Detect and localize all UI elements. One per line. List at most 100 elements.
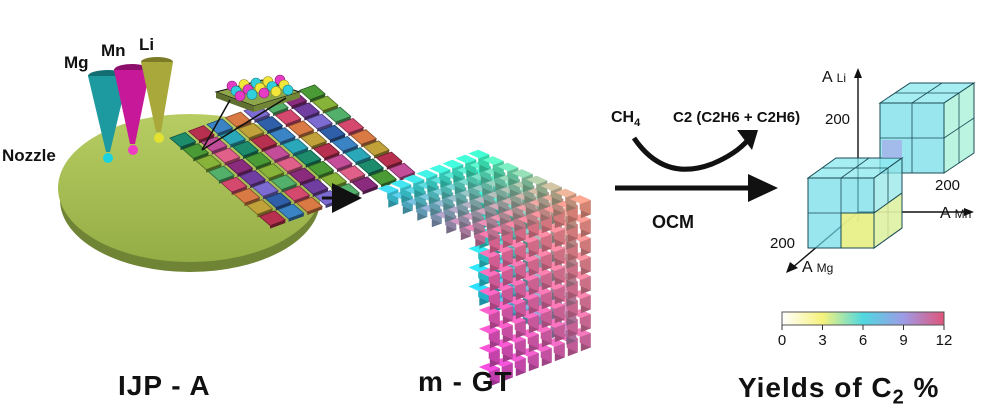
- droplet: [246, 89, 258, 100]
- printed-cell-edge: [206, 164, 222, 173]
- voxel-top: [526, 175, 548, 185]
- printed-cell-edge: [244, 197, 260, 207]
- printed-cell-edge: [318, 170, 334, 179]
- printed-cell-edge: [257, 208, 273, 218]
- printed-cell-edge: [235, 121, 252, 130]
- printed-cell-edge: [311, 141, 327, 150]
- printed-cell-edge: [324, 152, 340, 161]
- colorbar-tick-label: 3: [818, 332, 826, 349]
- printed-cell-edge: [281, 184, 297, 193]
- printed-cell-edge: [362, 186, 378, 195]
- reaction-group: CH4 C2 (C2H6 + C2H6) OCM: [611, 109, 800, 232]
- nozzle-label-li: Li: [139, 35, 154, 54]
- voxel-top: [416, 169, 438, 179]
- printed-cell-edge: [287, 166, 303, 175]
- colorbar-tick-label: 12: [936, 332, 953, 349]
- droplet: [234, 90, 246, 102]
- printed-cell-edge: [294, 195, 310, 204]
- voxel-top: [478, 306, 500, 315]
- printed-cell-edge: [336, 163, 353, 173]
- printed-cell-edge: [262, 190, 279, 200]
- voxel-top: [511, 169, 533, 178]
- nozzle-mn: [114, 64, 150, 155]
- nozzle-label-mn: Mn: [101, 41, 126, 60]
- yield-cube-plot: [786, 68, 976, 273]
- printed-cell-edge: [322, 105, 338, 114]
- ocm-arrowhead: [748, 174, 778, 202]
- voxel-top: [478, 344, 500, 353]
- printed-cell-edge: [224, 157, 240, 166]
- printed-cell-edge: [299, 177, 316, 186]
- voxel-top: [377, 184, 399, 194]
- printing-plate-group: Mg Mn Li Nozzle: [2, 35, 416, 272]
- printed-cell-edge: [231, 186, 247, 195]
- printed-cell-edge: [368, 168, 384, 177]
- voxel-top: [478, 325, 500, 334]
- colorbar-tick-label: 0: [778, 332, 786, 349]
- printed-cell-edge: [386, 161, 402, 170]
- printed-cell-edge: [280, 136, 296, 146]
- droplet: [258, 87, 270, 99]
- printed-cell-edge: [285, 118, 301, 128]
- printed-cell-edge: [267, 125, 283, 135]
- printed-cell-edge: [355, 156, 371, 166]
- caption-yield: Yields of C2 %: [738, 372, 940, 409]
- printed-cell-edge: [329, 134, 346, 143]
- printed-cell-edge: [349, 174, 365, 184]
- printed-cell-edge: [373, 150, 390, 159]
- printed-cell-edge: [193, 152, 209, 162]
- voxel-top: [442, 159, 464, 169]
- voxel-top: [478, 268, 500, 277]
- printed-cell-edge: [250, 179, 266, 189]
- printed-cell-edge: [399, 172, 415, 181]
- voxel-top: [540, 182, 562, 191]
- gradient-cube: [377, 149, 591, 387]
- printed-cell-edge: [298, 130, 314, 139]
- droplet: [270, 86, 282, 97]
- tick-li: 200: [825, 111, 850, 128]
- nozzle-caption: Nozzle: [2, 146, 56, 165]
- printed-cell-edge: [292, 148, 309, 157]
- printed-grid: [169, 84, 416, 229]
- printed-cell-edge: [217, 128, 233, 137]
- printed-cell-edge: [237, 168, 253, 177]
- printed-cell-edge: [312, 188, 328, 197]
- caption-ijp: IJP - A: [118, 370, 211, 401]
- printed-cell-edge: [211, 146, 227, 155]
- printed-cell-edge: [275, 202, 291, 211]
- nozzle-label-mg: Mg: [64, 53, 89, 72]
- voxel-top: [497, 162, 519, 172]
- printed-cell-edge: [342, 145, 358, 155]
- voxel-top: [478, 249, 500, 258]
- printed-cell-edge: [288, 213, 304, 222]
- reaction-curve-arrowhead: [737, 130, 758, 150]
- voxel-top: [403, 174, 425, 184]
- printed-cell-edge: [272, 107, 289, 117]
- voxel-top: [429, 164, 451, 174]
- printed-cell-edge: [361, 138, 377, 148]
- voxel-top: [569, 195, 591, 204]
- printed-cell-edge: [305, 159, 321, 168]
- voxel-top: [478, 363, 500, 372]
- axis-z-head: [854, 68, 862, 78]
- voxel-top: [390, 179, 412, 189]
- printed-cell-edge: [304, 112, 320, 121]
- printed-cell-edge: [268, 172, 284, 182]
- printed-cell-edge: [255, 161, 272, 171]
- voxel-top: [555, 188, 577, 198]
- printed-cell-edge: [307, 206, 323, 215]
- voxel-top: [478, 287, 500, 296]
- printed-cell-edge: [248, 132, 264, 141]
- printed-cell-edge: [317, 123, 333, 132]
- printed-cell-edge: [218, 175, 235, 184]
- colorbar-tick-label: 9: [899, 332, 907, 349]
- printed-cell-edge: [274, 154, 290, 164]
- process-label: OCM: [652, 212, 694, 232]
- droplet-inset: [201, 74, 302, 151]
